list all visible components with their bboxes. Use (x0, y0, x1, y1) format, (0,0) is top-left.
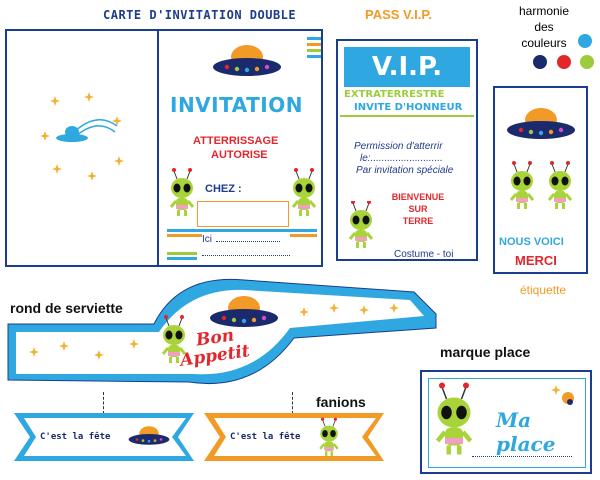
napkin-ring-title: rond de serviette (10, 300, 123, 316)
pennant-2 (204, 413, 384, 461)
tag-caption: étiquette (520, 283, 567, 297)
welcome-line-1: BIENVENUE (391, 192, 445, 202)
color-swatch-blue (578, 34, 592, 48)
alien-left-icon (169, 166, 195, 218)
tag-card: NOUS VOICI MERCI (493, 86, 588, 274)
invitation-line-1: ATTERRISSAGE (193, 135, 279, 147)
tag-line-1: NOUS VOICI (499, 236, 564, 248)
color-swatch-navy (533, 55, 547, 69)
place-card-title: marque place (440, 344, 531, 360)
ici-line: Ici (202, 234, 290, 245)
pennant-2-fold (292, 392, 293, 414)
tag-line-2: MERCI (515, 253, 557, 268)
chez-input-box[interactable] (197, 201, 289, 227)
pennant-1-fold (103, 392, 104, 414)
color-swatch-red (557, 55, 571, 69)
napkin-ring-illustration (7, 278, 437, 385)
place-star-icon (551, 385, 574, 405)
invitation-heading: INVITATION (170, 93, 303, 117)
vip-costume: Costume - toi (394, 249, 454, 260)
place-alien-icon (434, 380, 474, 460)
harmony-line-1: harmonie (518, 4, 570, 18)
chez-label: CHEZ : (205, 183, 242, 195)
alien-right-icon (291, 166, 317, 218)
tag-ufo-illustration (507, 108, 575, 139)
invitation-line-2: AUTORISE (211, 149, 268, 161)
welcome-line-3: TERRE (402, 216, 434, 226)
vip-alien-icon (348, 201, 374, 250)
tag-alien-left-icon (509, 159, 535, 211)
ufo-illustration (213, 45, 281, 76)
vip-badge: V.I.P. (344, 47, 470, 87)
place-name-line[interactable] (472, 456, 572, 457)
vip-date-line: le:.......................... (360, 153, 443, 164)
tag-alien-right-icon (547, 159, 573, 211)
pennant-1 (14, 413, 194, 461)
place-text: Ma place (496, 408, 556, 456)
harmony-line-2: des (534, 20, 554, 34)
vip-line-1: EXTRATERRESTRE (344, 89, 445, 100)
vip-pass-card: V.I.P. EXTRATERRESTRE INVITE D'HONNEUR P… (336, 39, 478, 261)
title-pass-vip: PASS V.I.P. (365, 7, 432, 22)
vip-permission: Permission d'atterrir (354, 141, 443, 152)
title-harmony: harmonie des couleurs (514, 3, 574, 51)
vip-special: Par invitation spéciale (356, 165, 454, 176)
pennant-2-text: C'est la fête (230, 432, 301, 442)
place-card: Ma place (420, 370, 592, 474)
pennant-1-text: C'est la fête (40, 432, 111, 442)
pennants-title: fanions (316, 394, 366, 410)
vip-welcome: BIENVENUE SUR TERRE (390, 191, 446, 227)
title-invitation-card: CARTE D'INVITATION DOUBLE (103, 8, 297, 22)
vip-line-2: INVITE D'HONNEUR (354, 102, 463, 113)
card-fold-line (157, 31, 159, 265)
small-ufo-illustration (40, 92, 124, 181)
ici-line-2 (202, 255, 290, 256)
ici-label: Ici (202, 234, 212, 245)
vip-divider (340, 115, 474, 117)
welcome-line-2: SUR (408, 204, 428, 214)
harmony-line-3: couleurs (521, 36, 567, 50)
invitation-card: INVITATION ATTERRISSAGE AUTORISE CHEZ : … (5, 29, 323, 267)
color-swatch-green (580, 55, 594, 69)
